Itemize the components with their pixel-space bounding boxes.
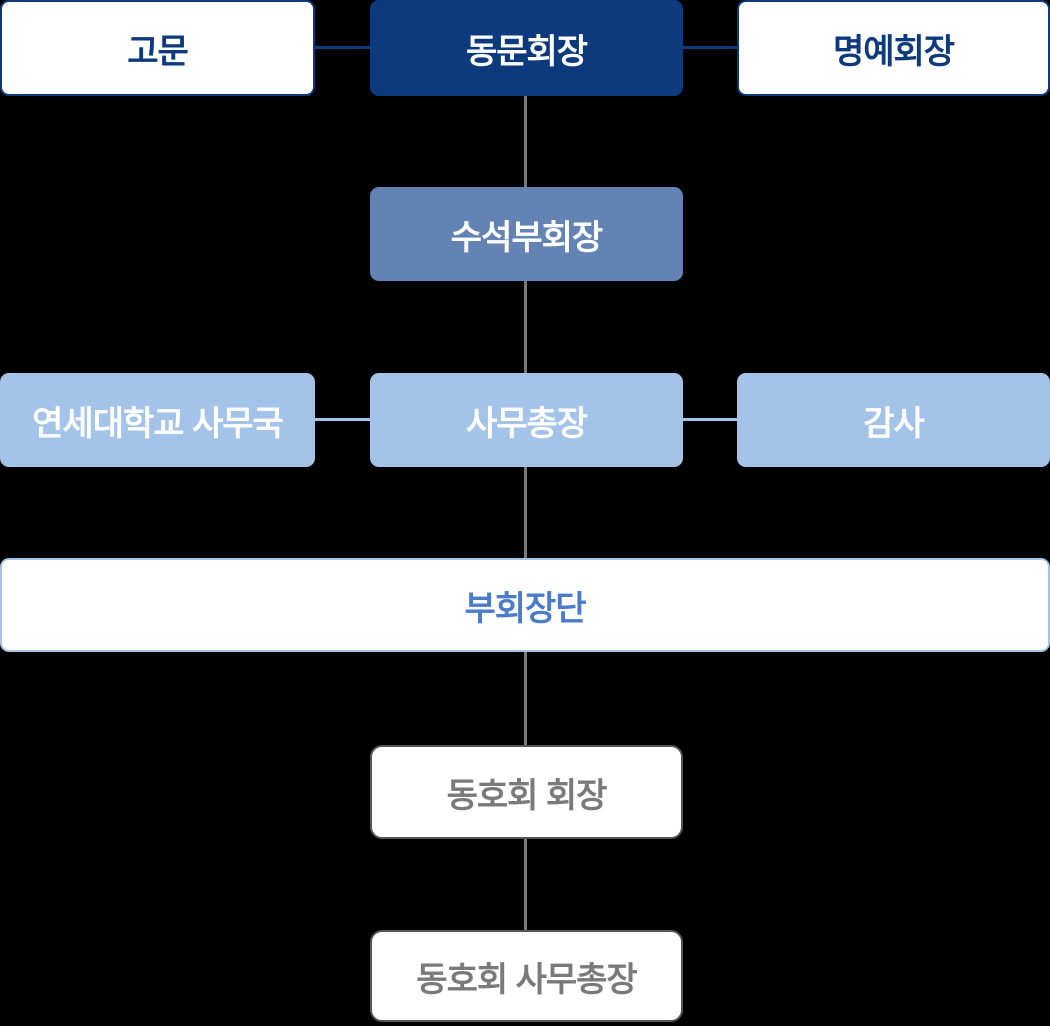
org-node-honorary-president: 명예회장 [737, 0, 1050, 96]
org-node-alumni-president: 동문회장 [370, 0, 683, 96]
org-node-advisor: 고문 [0, 0, 315, 96]
connector-advisor-president [315, 46, 370, 49]
connector-clubpres-clubsec [524, 839, 527, 930]
org-node-auditor: 감사 [737, 373, 1050, 467]
org-node-secretary-general: 사무총장 [370, 373, 683, 467]
connector-president-senior [524, 96, 527, 187]
org-node-vice-president-group: 부회장단 [0, 558, 1050, 652]
connector-president-honorary [683, 46, 737, 49]
connector-senior-secgen [524, 281, 527, 373]
org-node-yonsei-office: 연세대학교 사무국 [0, 373, 315, 467]
connector-secgen-auditor [683, 418, 737, 421]
org-node-club-secretary-general: 동호회 사무총장 [370, 930, 683, 1022]
org-node-senior-vice-president: 수석부회장 [370, 187, 683, 281]
connector-yonsei-secgen [315, 418, 370, 421]
org-node-club-president: 동호회 회장 [370, 745, 683, 839]
connector-secgen-vicepres [524, 467, 527, 558]
connector-vicepres-clubpres [524, 652, 527, 745]
